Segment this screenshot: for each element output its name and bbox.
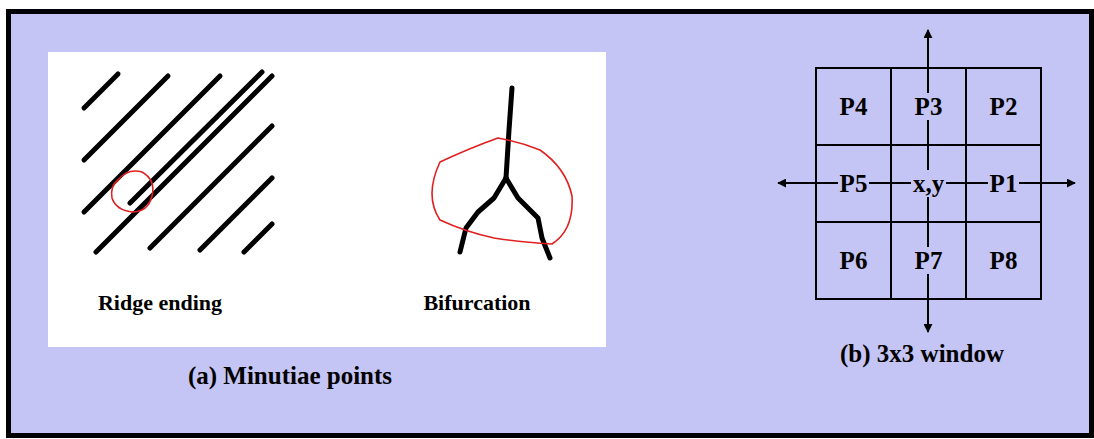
grid-cell: P8 (965, 221, 1042, 300)
pixel-label: x,y (911, 170, 946, 198)
bifurcation-circle (432, 138, 572, 244)
grid-cell: P2 (965, 67, 1042, 146)
figure-label: Ridge ending (98, 290, 222, 316)
grid-cell: P3 (890, 67, 967, 146)
pixel-label: P3 (913, 93, 945, 121)
grid-cell: P1 (965, 144, 1042, 223)
grid-cell: P5 (815, 144, 892, 223)
pixel-label: P8 (988, 247, 1020, 275)
panel-caption: (b) 3x3 window (840, 340, 1004, 368)
pixel-label: P6 (838, 247, 870, 275)
pixel-label: P4 (838, 93, 870, 121)
grid-cell: P6 (815, 221, 892, 300)
pixel-label: P5 (838, 170, 870, 198)
pixel-label: P2 (988, 93, 1020, 121)
pixel-label: P1 (988, 170, 1020, 198)
ending-circle (112, 171, 153, 212)
figure-label: Bifurcation (423, 290, 530, 316)
grid-cell: P7 (890, 221, 967, 300)
grid-cell: P4 (815, 67, 892, 146)
ridge-lines (84, 72, 272, 252)
panel-caption: (a) Minutiae points (188, 362, 392, 390)
pixel-label: P7 (913, 247, 945, 275)
grid-cell: x,y (890, 144, 967, 223)
